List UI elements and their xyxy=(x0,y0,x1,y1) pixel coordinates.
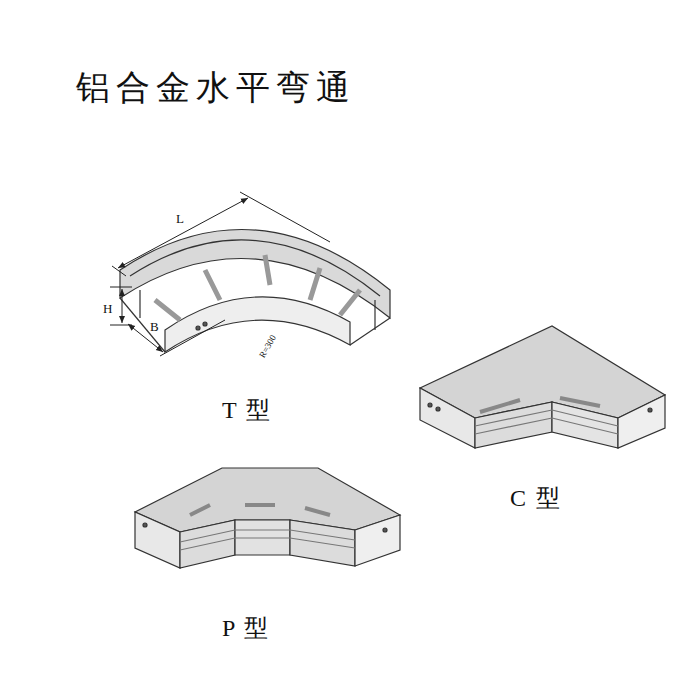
c-type-bend xyxy=(420,326,665,448)
dimension-label: R=300 xyxy=(258,334,278,360)
type-label: C 型 xyxy=(510,486,562,510)
t-type-bend xyxy=(120,230,390,353)
type-label: T 型 xyxy=(222,398,272,422)
type-label: P 型 xyxy=(222,616,270,640)
dimension-label: L xyxy=(176,212,184,225)
dimension-label: B xyxy=(150,320,159,333)
dimension-label: H xyxy=(103,302,112,315)
p-type-bend xyxy=(135,468,400,568)
title: 铝合金水平弯通 xyxy=(76,70,356,104)
dimension-lines xyxy=(110,192,330,356)
